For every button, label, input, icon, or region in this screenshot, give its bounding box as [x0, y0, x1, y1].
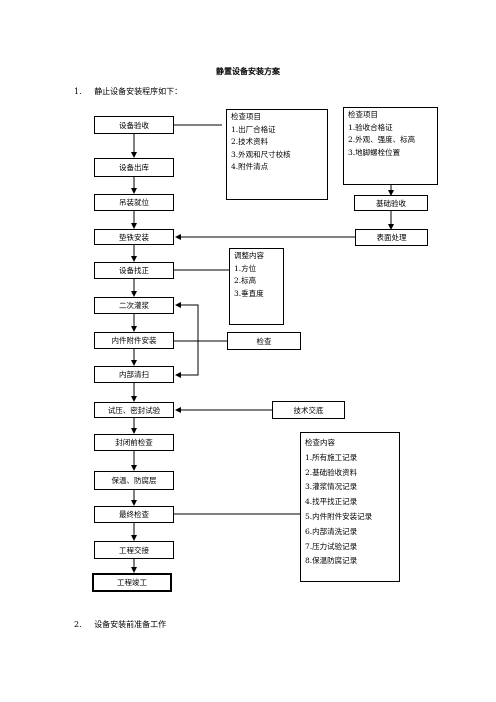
step-hoisting-positioning: 吊装就位: [94, 194, 174, 211]
step-equipment-alignment: 设备找正: [94, 262, 174, 279]
step-insulation-anticorrosion: 保温、防腐层: [94, 471, 174, 490]
note-item: 2.外观、强度、标高: [348, 135, 416, 144]
step-final-inspection: 最终检查: [94, 506, 174, 523]
equipment-check-note: 检查项目 1.出厂合格证 2.技术资料 3.外观和尺寸校核 4.附件清点: [226, 109, 328, 200]
section-1-heading: 1. 静止设备安装程序如下：: [74, 86, 182, 97]
section-2-heading: 2. 设备安装前准备工作: [74, 619, 166, 630]
section-1-text: 静止设备安装程序如下：: [94, 87, 183, 96]
step-secondary-grouting: 二次灌浆: [94, 297, 174, 314]
surface-treatment-box: 表面处理: [355, 229, 428, 246]
foundation-acceptance-box: 基础验收: [354, 195, 428, 211]
note-item: 3.地脚螺栓位置: [348, 147, 401, 157]
step-shim-installation: 垫铁安装: [94, 229, 174, 245]
note-item: 4.附件清点: [231, 162, 269, 171]
page-title: 静置设备安装方案: [216, 66, 280, 76]
section-1-number: 1.: [74, 87, 82, 96]
inspection-box: 检查: [227, 332, 301, 350]
note-item: 2.标高: [234, 276, 257, 285]
step-project-handover: 工程交接: [94, 541, 174, 559]
note-item: 7.压力试验记录: [305, 541, 358, 551]
step-internals-installation: 内件附件安装: [94, 332, 174, 349]
note-item: 1.所有施工记录: [305, 452, 358, 462]
note-item: 2.技术资料: [231, 137, 269, 146]
note-title: 检查项目: [231, 112, 261, 121]
note-title: 检查项目: [348, 110, 378, 119]
step-pre-closure-check: 封闭前检查: [94, 434, 174, 451]
step-project-completion: 工程竣工: [92, 573, 172, 592]
note-item: 3.灌浆情况记录: [305, 482, 358, 492]
adjustment-note: 调整内容 1.方位 2.标高 3.垂直度: [229, 248, 284, 325]
step-equipment-outbound: 设备出库: [94, 158, 174, 177]
step-internal-cleaning: 内部清扫: [94, 366, 174, 383]
section-2-number: 2.: [74, 620, 82, 629]
note-item: 8.保温防腐记录: [305, 556, 358, 566]
step-equipment-acceptance: 设备验收: [94, 116, 174, 134]
note-item: 5.内件附件安装记录: [305, 511, 373, 521]
note-item: 1.出厂合格证: [231, 124, 276, 134]
note-item: 2.基础验收资料: [305, 467, 358, 477]
foundation-check-note: 检查项目 1.验收合格证 2.外观、强度、标高 3.地脚螺栓位置: [343, 107, 438, 185]
note-item: 4.找平找正记录: [305, 497, 358, 507]
note-item: 3.外观和尺寸校核: [231, 149, 291, 159]
section-2-text: 设备安装前准备工作: [94, 620, 167, 629]
step-pressure-seal-test: 试压、密封试验: [94, 402, 174, 418]
note-title: 检查内容: [305, 438, 335, 447]
tech-briefing-box: 技术交底: [272, 401, 345, 419]
note-item: 1.方位: [234, 263, 257, 273]
note-item: 3.垂直度: [234, 288, 264, 298]
final-check-note: 检查内容 1.所有施工记录 2.基础验收资料 3.灌浆情况记录 4.找平找正记录…: [300, 432, 400, 582]
note-item: 6.内部清洗记录: [305, 526, 358, 536]
note-title: 调整内容: [234, 251, 264, 260]
note-item: 1.验收合格证: [348, 122, 393, 132]
